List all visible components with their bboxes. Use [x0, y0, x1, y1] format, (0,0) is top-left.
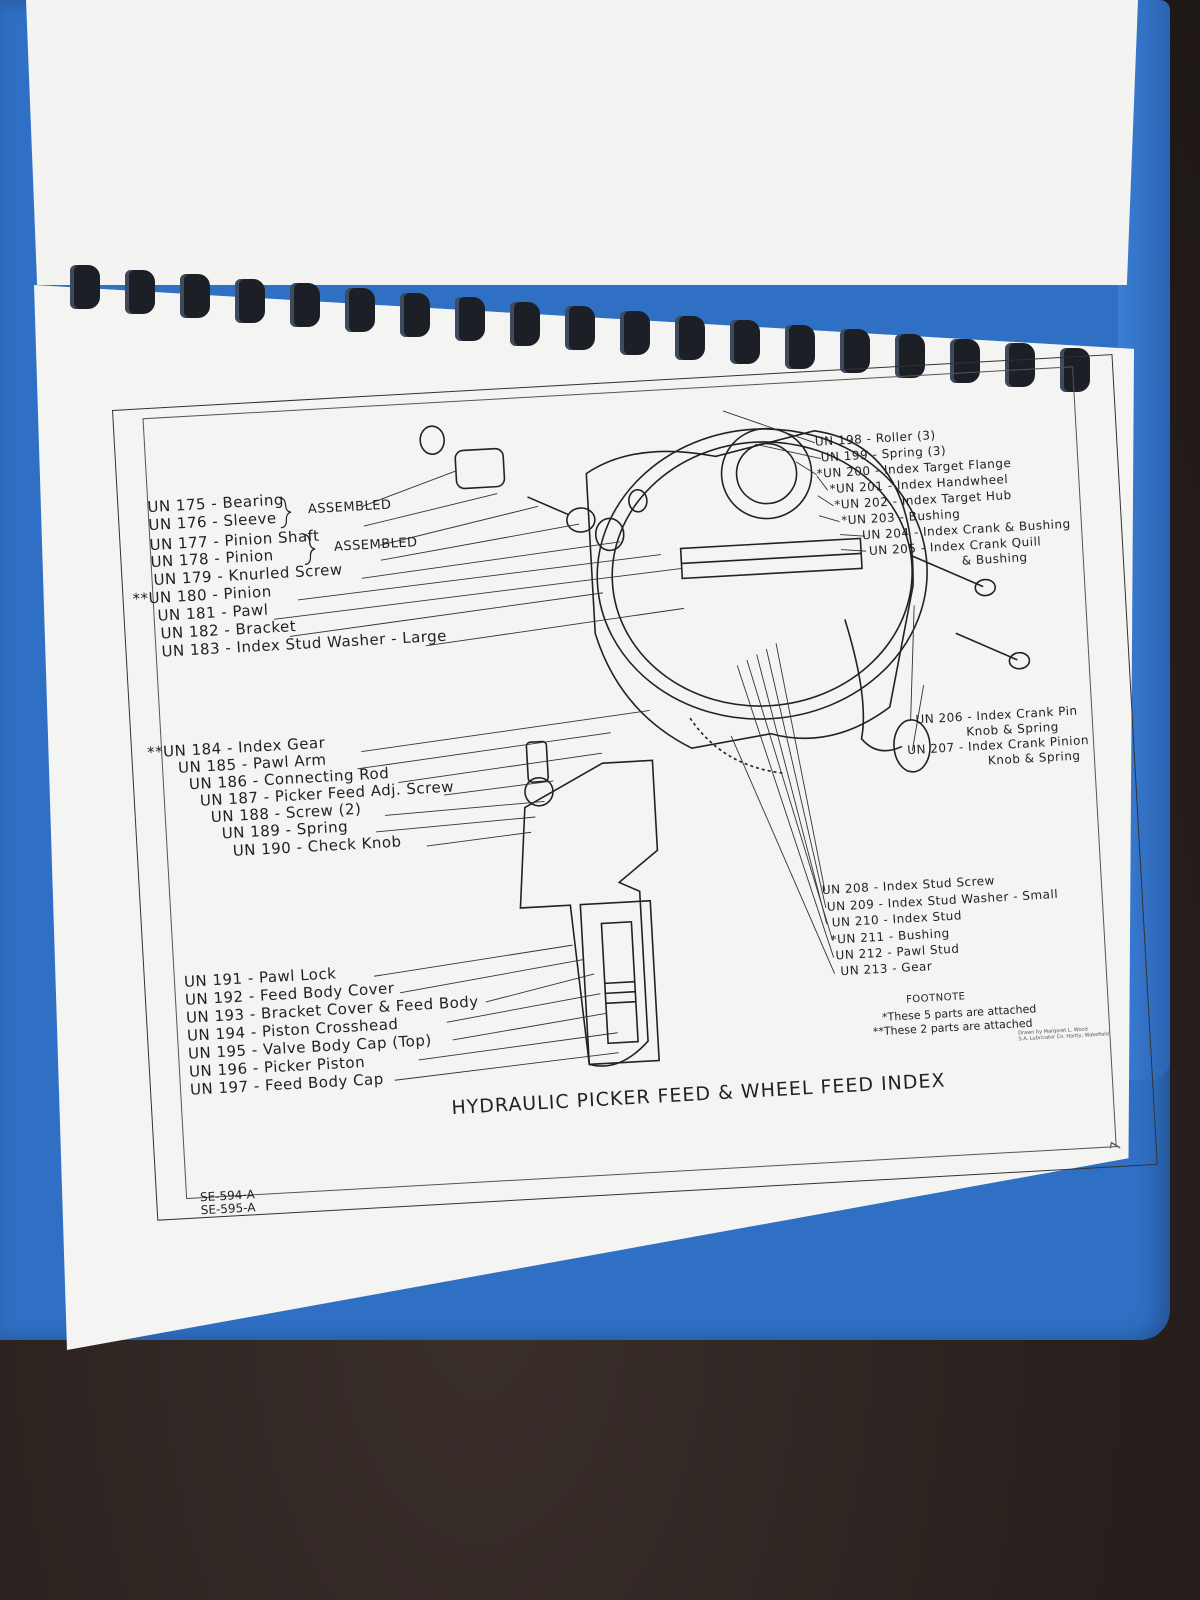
sleeve-part: [454, 447, 506, 490]
exploded-assembly-drawing: [273, 410, 1031, 1081]
binding-ring: [70, 265, 100, 309]
index-target-flange: [720, 427, 813, 520]
binding-ring: [730, 320, 760, 365]
index-crank-pinion: [955, 632, 1018, 661]
binding-ring: [455, 297, 485, 342]
crank-arm: [844, 619, 903, 752]
binding-ring: [180, 274, 210, 319]
binding-ring: [345, 288, 375, 332]
handwheel-rim: [596, 428, 928, 720]
binding-ring: [1005, 343, 1035, 388]
knurled-screw-part: [628, 488, 648, 513]
binding-ring: [510, 301, 540, 346]
picker-piston-housing: [579, 899, 661, 1066]
binding-ring: [620, 311, 650, 355]
housing-body: [585, 430, 914, 749]
spiral-binding: [70, 265, 1120, 392]
binding-ring: [1060, 347, 1090, 392]
binding-ring: [565, 306, 595, 351]
binding-ring: [400, 292, 430, 337]
manual-page: [34, 285, 1134, 1350]
binding-ring: [895, 334, 925, 378]
binding-ring: [125, 269, 155, 314]
brace-pinion: [303, 533, 316, 566]
drawing-numbers: SE-594-A SE-595-A: [200, 1187, 256, 1217]
pinion-part: [594, 517, 625, 552]
binding-ring: [785, 324, 815, 369]
binding-ring: [950, 338, 980, 383]
feed-body: [519, 759, 659, 1067]
binding-ring: [675, 315, 705, 360]
brace-bearing-sleeve: [279, 497, 292, 529]
binding-ring: [235, 278, 265, 323]
leader-lines: [273, 410, 925, 1081]
binding-ring: [840, 329, 870, 374]
previous-page: [26, 0, 1138, 285]
bearing-part: [419, 425, 445, 455]
index-crank-pin: [911, 554, 984, 588]
index-gear: [689, 717, 784, 774]
binding-ring: [290, 283, 320, 328]
pinion-shaft-part: [527, 496, 569, 516]
